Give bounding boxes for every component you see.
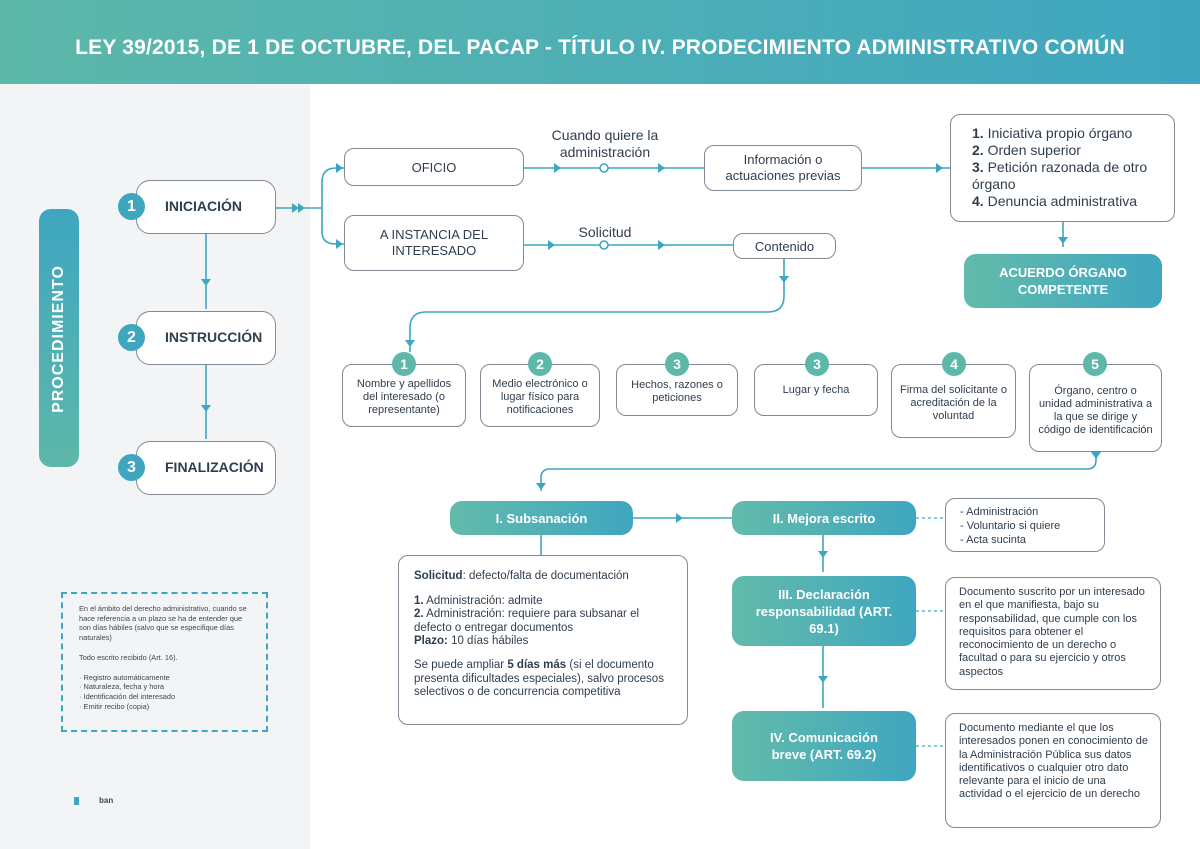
- oficio-label: OFICIO: [411, 159, 457, 175]
- comunicacion-description: Documento mediante el que los interesado…: [945, 713, 1161, 828]
- arrow-head: [405, 340, 415, 347]
- phase-number: 1: [118, 193, 145, 220]
- declaracion-description: Documento suscrito por un interesado en …: [945, 577, 1161, 690]
- note-paragraph: Todo escrito recibido (Art. 16).: [79, 652, 178, 662]
- note-list-item: · Naturaleza, fecha y hora: [79, 682, 165, 692]
- contenido-label: Contenido: [754, 238, 815, 254]
- informacion-box: Información o actuaciones previas: [704, 145, 862, 191]
- subsanacion-box: I. Subsanación: [450, 501, 633, 535]
- contenido-num: 1: [392, 352, 416, 376]
- acuerdo-label: ACUERDO ÓRGANO COMPETENTE: [999, 265, 1127, 297]
- footer-logo: ban: [74, 796, 113, 805]
- arrow-head: [676, 513, 683, 523]
- instancia-box: A INSTANCIA DEL INTERESADO: [344, 215, 524, 271]
- mejora-list-box: - Administración - Voluntario si quiere …: [945, 498, 1105, 552]
- arrow-head: [292, 203, 299, 213]
- way-item: 1. Iniciativa propio órgano: [972, 125, 1133, 141]
- mejora-box: II. Mejora escrito: [732, 501, 916, 535]
- contenido-item-6: Órgano, centro o unidad administrativa a…: [1029, 364, 1162, 452]
- way-item: 4. Denuncia administrativa: [972, 193, 1137, 209]
- contenido-num: 5: [1083, 352, 1107, 376]
- initiation-ways-box: 1. Iniciativa propio órgano 2. Orden sup…: [950, 114, 1175, 222]
- arrow-head: [201, 405, 211, 412]
- note-list-item: · Emitir recibo (copia): [79, 701, 150, 711]
- connector-line: [321, 167, 344, 208]
- note-paragraph: En el ámbito del derecho administrativo,…: [79, 604, 247, 643]
- arrow-head: [548, 240, 555, 250]
- contenido-num: 2: [528, 352, 552, 376]
- mejora-list-item: - Acta sucinta: [960, 534, 1027, 546]
- arrow-head: [779, 276, 789, 283]
- note-list-item: · Identificación del interesado: [79, 691, 176, 701]
- oficio-box: OFICIO: [344, 148, 524, 186]
- mejora-label: II. Mejora escrito: [772, 510, 876, 526]
- subsanacion-label: I. Subsanación: [495, 510, 588, 526]
- instancia-label: A INSTANCIA DEL INTERESADO: [379, 227, 489, 258]
- detail-item-1: 1. Administración: admite: [414, 594, 543, 607]
- arrow-head: [658, 240, 665, 250]
- note-list-item: · Registro automáticamente: [79, 672, 170, 682]
- arrow-head: [936, 163, 943, 173]
- detail-item-2: 2. Administración: requiere para subsana…: [414, 608, 640, 634]
- cuando-label: Cuando quiere la administración: [551, 127, 659, 160]
- header-banner: [0, 0, 1200, 84]
- connector-line: [409, 259, 785, 352]
- arrow-head: [1058, 237, 1068, 244]
- arrow-head: [536, 483, 546, 490]
- arrow-head: [658, 163, 665, 173]
- mejora-list-item: - Administración: [960, 506, 1039, 518]
- arrow-head: [818, 676, 828, 683]
- contenido-item-3: Hechos, razones o peticiones: [616, 364, 738, 416]
- declaracion-label: III. Declaración responsabilidad (ART. 6…: [755, 586, 893, 636]
- junction-dot: [599, 163, 609, 173]
- phase-number: 2: [118, 324, 145, 351]
- arrow-head: [298, 203, 305, 213]
- junction-dot: [599, 240, 609, 250]
- mejora-list-item: - Voluntario si quiere: [960, 520, 1061, 532]
- way-item: 2. Orden superior: [972, 142, 1081, 158]
- acuerdo-box: ACUERDO ÓRGANO COMPETENTE: [964, 254, 1162, 308]
- phase-label: INSTRUCCIÓN: [165, 329, 263, 345]
- arrow-head: [818, 551, 828, 558]
- contenido-item-2: Medio electrónico o lugar físico para no…: [480, 364, 600, 427]
- way-item: 3. Petición razonada de otro órgano: [972, 159, 1148, 192]
- plazos-note: En el ámbito del derecho administrativo,…: [61, 592, 268, 732]
- contenido-item-5: Firma del solicitante o acreditación de …: [891, 364, 1016, 438]
- phase-number: 3: [118, 454, 145, 481]
- connector-line: [540, 452, 1097, 491]
- arrow-head: [201, 279, 211, 286]
- detail-ampliar: Se puede ampliar 5 días más (si el docum…: [414, 658, 664, 699]
- comunicacion-box: IV. Comunicación breve (ART. 69.2): [732, 711, 916, 781]
- phase-iniciacion: 1 INICIACIÓN: [118, 180, 276, 234]
- declaracion-box: III. Declaración responsabilidad (ART. 6…: [732, 576, 916, 646]
- connector-line: [321, 208, 344, 245]
- arrow-head: [336, 239, 343, 249]
- solicitud-label: Solicitud: [578, 224, 632, 240]
- contenido-box: Contenido: [733, 233, 836, 259]
- arrow-head: [554, 163, 561, 173]
- phase-instruccion: 2 INSTRUCCIÓN: [118, 311, 276, 365]
- subsanacion-detail-box: Solicitud: defecto/falta de documentació…: [398, 555, 688, 725]
- informacion-label: Información o actuaciones previas: [725, 152, 841, 183]
- contenido-num: 3: [805, 352, 829, 376]
- phase-label: INICIACIÓN: [165, 198, 242, 214]
- comunicacion-label: IV. Comunicación breve (ART. 69.2): [770, 730, 878, 762]
- phase-label: FINALIZACIÓN: [165, 459, 264, 475]
- arrow-head: [1091, 452, 1101, 459]
- page-title: LEY 39/2015, DE 1 DE OCTUBRE, DEL PACAP …: [75, 36, 1125, 59]
- detail-solicitud: Solicitud: defecto/falta de documentació…: [414, 570, 629, 582]
- contenido-num: 3: [665, 352, 689, 376]
- detail-plazo: Plazo: 10 días hábiles: [414, 635, 529, 648]
- arrow-head: [336, 163, 343, 173]
- contenido-num: 4: [942, 352, 966, 376]
- logo-mark-icon: [74, 796, 79, 805]
- procedimiento-side-label: PROCEDIMIENTO: [39, 209, 79, 467]
- phase-finalizacion: 3 FINALIZACIÓN: [118, 441, 276, 495]
